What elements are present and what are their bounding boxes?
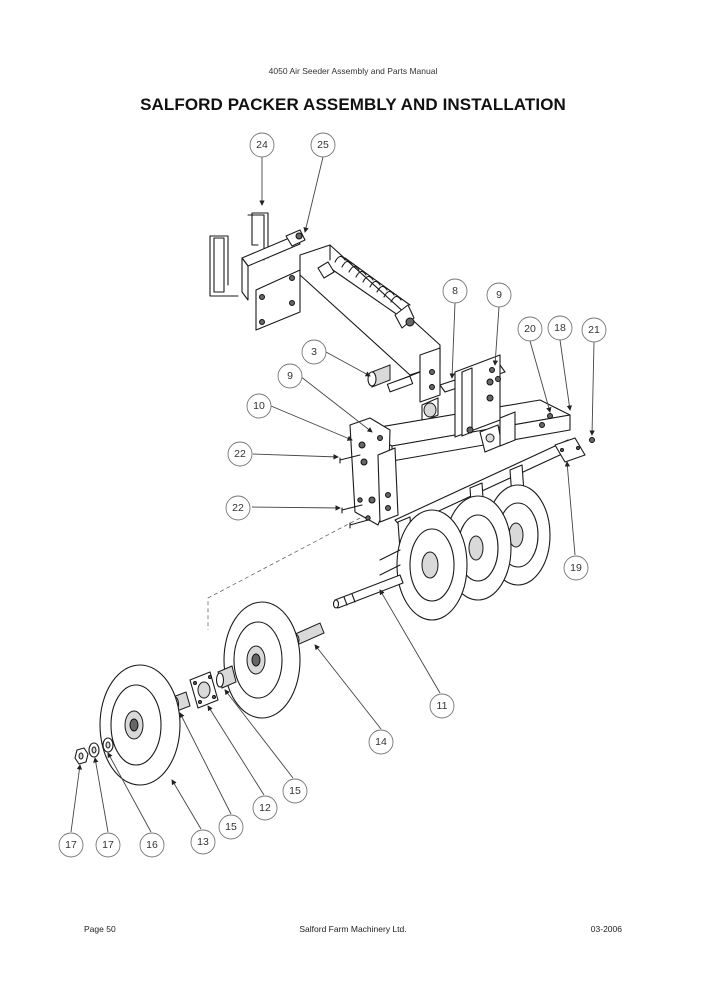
svg-text:12: 12 bbox=[259, 802, 271, 814]
svg-text:17: 17 bbox=[102, 839, 114, 851]
callout-22-upper: 22 bbox=[227, 441, 253, 467]
mounted-packer-wheels bbox=[379, 484, 551, 621]
svg-text:25: 25 bbox=[317, 139, 329, 151]
callout-13: 13 bbox=[190, 829, 216, 855]
callout-19: 19 bbox=[563, 555, 589, 581]
callout-9-lower: 9 bbox=[277, 363, 303, 389]
callout-14: 14 bbox=[368, 729, 394, 755]
packer-frame-drawing bbox=[339, 354, 595, 551]
svg-text:20: 20 bbox=[524, 323, 536, 335]
svg-text:8: 8 bbox=[452, 285, 458, 297]
svg-text:21: 21 bbox=[588, 324, 600, 336]
callout-9-upper: 9 bbox=[486, 282, 512, 308]
svg-text:16: 16 bbox=[146, 839, 158, 851]
manual-header: 4050 Air Seeder Assembly and Parts Manua… bbox=[268, 66, 438, 76]
svg-text:10: 10 bbox=[253, 400, 265, 412]
callout-20: 20 bbox=[517, 316, 543, 342]
callout-24: 24 bbox=[249, 132, 275, 158]
callout-21: 21 bbox=[581, 317, 607, 343]
callout-8: 8 bbox=[442, 278, 468, 304]
callout-25: 25 bbox=[310, 132, 336, 158]
callout-16: 16 bbox=[139, 832, 165, 858]
svg-text:15: 15 bbox=[289, 785, 301, 797]
mounting-bracket-drawing bbox=[209, 212, 441, 423]
footer-page-number: Page 50 bbox=[84, 924, 116, 934]
svg-text:15: 15 bbox=[225, 821, 237, 833]
callout-17-left: 17 bbox=[58, 832, 84, 858]
svg-text:14: 14 bbox=[375, 736, 387, 748]
svg-text:22: 22 bbox=[234, 448, 246, 460]
svg-text:17: 17 bbox=[65, 839, 77, 851]
callout-18: 18 bbox=[547, 315, 573, 341]
callout-15-lower: 15 bbox=[218, 814, 244, 840]
footer-date: 03-2006 bbox=[590, 924, 622, 934]
callout-22-lower: 22 bbox=[225, 495, 251, 521]
svg-text:22: 22 bbox=[232, 502, 244, 514]
svg-text:9: 9 bbox=[287, 370, 293, 382]
svg-text:18: 18 bbox=[554, 322, 566, 334]
svg-text:24: 24 bbox=[256, 139, 268, 151]
callout-11: 11 bbox=[429, 693, 455, 719]
exploded-axle-and-wheels bbox=[74, 517, 404, 786]
callout-3: 3 bbox=[301, 339, 327, 365]
callout-15-upper: 15 bbox=[282, 778, 308, 804]
page-title: SALFORD PACKER ASSEMBLY AND INSTALLATION bbox=[140, 95, 566, 114]
svg-text:13: 13 bbox=[197, 836, 209, 848]
callout-12: 12 bbox=[252, 795, 278, 821]
callout-leaders bbox=[70, 156, 595, 833]
svg-text:11: 11 bbox=[437, 700, 448, 712]
footer-company: Salford Farm Machinery Ltd. bbox=[299, 924, 407, 934]
callout-10: 10 bbox=[246, 393, 272, 419]
svg-text:3: 3 bbox=[311, 346, 317, 358]
callout-17-right: 17 bbox=[95, 832, 121, 858]
svg-text:9: 9 bbox=[496, 289, 502, 301]
svg-text:19: 19 bbox=[570, 562, 582, 574]
